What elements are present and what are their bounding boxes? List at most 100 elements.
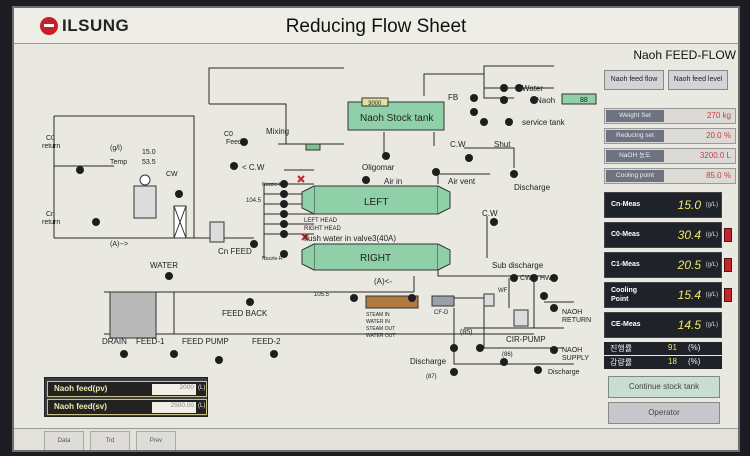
right-exchanger-label: RIGHT bbox=[360, 253, 391, 264]
meas-label: C0-Meas bbox=[611, 231, 640, 238]
cw-top-label: C.W bbox=[450, 140, 466, 149]
feed-pump-label: FEED PUMP bbox=[182, 337, 229, 346]
naoh-feed-pv-row: Naoh feed(pv) 2000 (L) bbox=[47, 381, 207, 397]
tab-naoh-feed-flow[interactable]: Naoh feed flow bbox=[604, 70, 664, 90]
meas-value: 15.0 bbox=[677, 198, 701, 212]
mixing-label: Mixing bbox=[266, 127, 289, 136]
nav-button[interactable]: Data bbox=[44, 431, 84, 450]
meas-label: Cooling Point bbox=[611, 287, 638, 303]
discharge-mid-label: Discharge bbox=[410, 357, 447, 366]
c1-meas-display: C1-Meas 20.5 (g/L) bbox=[604, 252, 722, 278]
panel-title: Naoh FEED-FLOW bbox=[633, 48, 736, 62]
svg-text:Feed: Feed bbox=[226, 139, 242, 146]
meas-unit: (g/L) bbox=[705, 322, 718, 328]
nav-button[interactable]: Prev bbox=[136, 431, 176, 450]
shut-label: Shut bbox=[494, 140, 511, 149]
meas-value: 14.5 bbox=[677, 318, 701, 332]
setting-value: 3200.0 bbox=[699, 151, 725, 160]
pv-label: Naoh feed(pv) bbox=[54, 384, 108, 393]
pv-value: 2000 bbox=[152, 384, 196, 395]
right-head-label: RIGHT HEAD bbox=[304, 226, 342, 232]
discharge-top-label: Discharge bbox=[514, 183, 551, 192]
arrow-a-left: (A)--> bbox=[110, 241, 128, 248]
stock-tank-level: 3000 bbox=[368, 101, 382, 107]
kor-unit: (%) bbox=[688, 343, 701, 352]
cn-feed-tank bbox=[209, 221, 225, 243]
right-panel: Naoh FEED-FLOW Naoh feed flow Naoh feed … bbox=[600, 44, 738, 450]
setting-label: Cooling point bbox=[606, 170, 664, 182]
val-87: (87) bbox=[426, 374, 437, 380]
progress-rate-row: 진행률 91 (%) bbox=[604, 342, 722, 355]
cw-r-label: CW bbox=[520, 275, 532, 282]
cf-d-label: CF-D bbox=[434, 310, 449, 316]
cn-vessel bbox=[133, 185, 157, 219]
weight-set-row[interactable]: Weight Set 270 kg bbox=[604, 108, 736, 124]
tab-naoh-feed-level[interactable]: Naoh feed level bbox=[668, 70, 728, 90]
sv-value[interactable]: 2500.00 bbox=[152, 402, 196, 413]
temp-value: 53.5 bbox=[142, 159, 156, 166]
setting-value: 270 bbox=[706, 111, 721, 120]
filter-cross bbox=[173, 205, 187, 239]
naoh-top-label: Naoh bbox=[536, 96, 555, 105]
naoh-feed-sv-row[interactable]: Naoh feed(sv) 2500.00 (L) bbox=[47, 399, 207, 415]
continue-stock-tank-button[interactable]: Continue stock tank bbox=[608, 376, 720, 398]
cw-mid-label: C.W bbox=[482, 209, 498, 218]
ce-meas-display: CE-Meas 14.5 (g/L) bbox=[604, 312, 722, 338]
meas-unit: (g/L) bbox=[705, 202, 718, 208]
svg-text:return: return bbox=[42, 219, 60, 226]
setting-label: Weight Set bbox=[606, 110, 664, 122]
cooling-alarm-icon[interactable] bbox=[724, 288, 732, 302]
c0-return-label: C0 bbox=[46, 135, 55, 142]
cooling-point-display: Cooling Point 15.4 (g/L) bbox=[604, 282, 722, 308]
meas-value: 20.5 bbox=[677, 258, 701, 272]
nav-button[interactable]: Trd bbox=[90, 431, 130, 450]
sub-discharge-label: Sub discharge bbox=[492, 261, 544, 270]
water-out-label: WATER OUT bbox=[366, 333, 395, 339]
cooling-point-row[interactable]: Cooling point 85.0 % bbox=[604, 168, 736, 184]
right-exchanger[interactable] bbox=[301, 243, 451, 271]
steam-in-label: STEAM IN bbox=[366, 312, 390, 318]
steam-heater bbox=[365, 295, 419, 309]
svg-text:SUPPLY: SUPPLY bbox=[562, 355, 589, 362]
kor-value: 18 bbox=[668, 357, 677, 366]
gl-value: 15.0 bbox=[142, 149, 156, 156]
meas-unit: (g/L) bbox=[705, 232, 718, 238]
setting-value: 85.0 bbox=[706, 171, 722, 180]
cw-left-label: < C.W bbox=[242, 163, 265, 172]
steam-out-label: STEAM OUT bbox=[366, 326, 395, 332]
cn-meas-display: Cn-Meas 15.0 (g/L) bbox=[604, 192, 722, 218]
title-bar: ILSUNG Reducing Flow Sheet bbox=[14, 8, 738, 44]
setting-label: Reducing set bbox=[606, 130, 664, 142]
operator-button[interactable]: Operator bbox=[608, 402, 720, 424]
valve-group[interactable] bbox=[76, 84, 558, 376]
feed-back-label: FEED BACK bbox=[222, 309, 268, 318]
feed-2-label: FEED-2 bbox=[252, 337, 281, 346]
c0-alarm-icon[interactable] bbox=[724, 228, 732, 242]
left-exchanger[interactable] bbox=[301, 185, 451, 215]
reducing-set-row[interactable]: Reducing set 20.0 % bbox=[604, 128, 736, 144]
cw-small-label: CW bbox=[166, 171, 178, 178]
hw-r-label: HW bbox=[540, 275, 552, 282]
setting-value: 20.0 bbox=[706, 131, 722, 140]
val-1055: 105.5 bbox=[314, 292, 330, 298]
feed-1-label: FEED-1 bbox=[136, 337, 165, 346]
val-86: (86) bbox=[502, 352, 513, 358]
drain-label: DRAIN bbox=[102, 337, 127, 346]
diagram-labels: Water Naoh FB service tank Mixing C.W Sh… bbox=[42, 84, 591, 380]
stock-tank[interactable] bbox=[347, 97, 445, 131]
c1-alarm-icon[interactable] bbox=[724, 258, 732, 272]
closed-valve-markers bbox=[297, 175, 309, 241]
setting-unit: % bbox=[723, 171, 731, 180]
naoh-feed-panel: Naoh feed(pv) 2000 (L) Naoh feed(sv) 250… bbox=[44, 377, 208, 417]
setting-unit: kg bbox=[722, 111, 731, 120]
meas-label: CE-Meas bbox=[611, 321, 641, 328]
naoh-conc-row[interactable]: NaOH 농도 3200.0 L bbox=[604, 148, 736, 164]
meas-unit: (g/L) bbox=[705, 262, 718, 268]
logo-text: ILSUNG bbox=[62, 16, 130, 35]
sv-label: Naoh feed(sv) bbox=[54, 402, 107, 411]
water-in-label: WATER IN bbox=[366, 319, 390, 325]
cf-d-filter bbox=[431, 295, 455, 307]
pv-unit: (L) bbox=[198, 385, 206, 391]
c0-meas-display: C0-Meas 30.4 (g/L) bbox=[604, 222, 722, 248]
logo: ILSUNG bbox=[40, 16, 129, 36]
